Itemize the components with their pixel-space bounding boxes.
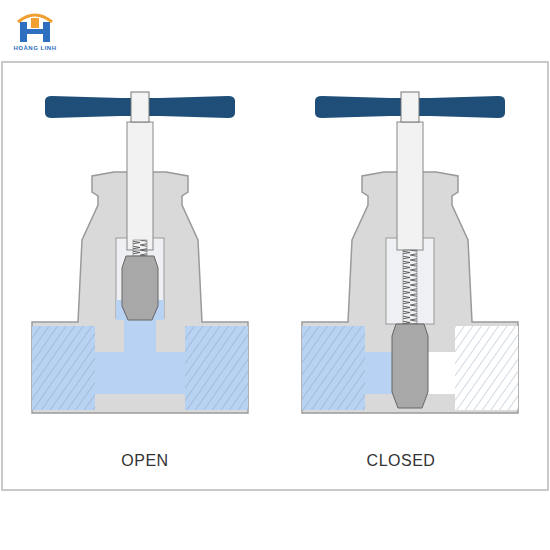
frame [2, 62, 548, 490]
state-label: OPEN [121, 452, 168, 470]
closed-valve [302, 92, 518, 413]
logo-text: HOÀNG LINH [14, 45, 57, 52]
logo-icon [18, 15, 52, 42]
state-label: CLOSED [367, 452, 436, 470]
open-valve [32, 92, 248, 413]
